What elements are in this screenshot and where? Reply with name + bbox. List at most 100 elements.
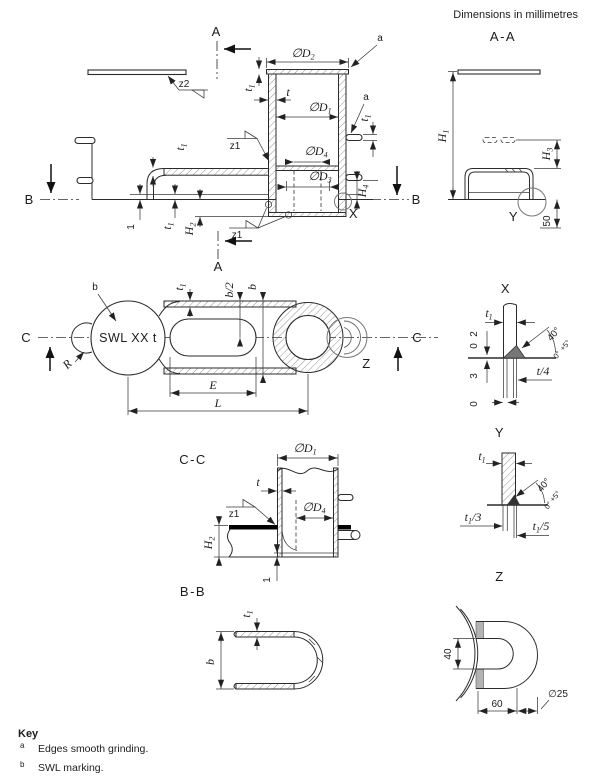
bb-curve-outer	[293, 631, 324, 690]
dim-t1-band: t1	[173, 143, 189, 150]
dim-tol-plus-x: +5°	[558, 338, 572, 353]
svg-text:t1: t1	[172, 283, 188, 290]
svg-text:∅D2: ∅D2	[291, 46, 314, 62]
dim-tol-zero-y: 0°	[542, 500, 554, 511]
svg-text:b: b	[203, 659, 217, 665]
dim-phi-d1-main: ∅D1	[276, 100, 339, 121]
key-item-a-text: Edges smooth grinding.	[38, 743, 148, 755]
plan-plate-top	[163, 300, 297, 308]
svg-text:z1: z1	[232, 230, 243, 241]
dim-t-quarter: t/4	[518, 364, 552, 384]
svg-text:60: 60	[491, 699, 503, 710]
detail-circle-y	[517, 187, 547, 217]
view-title-c-c: C-C	[179, 452, 207, 467]
weld-z2-label: z2	[179, 79, 190, 90]
dim-phi25-z: ∅25	[517, 689, 568, 715]
dim-forty-z: 40	[443, 638, 475, 670]
z-handle-hole	[476, 638, 514, 670]
z-handle-outer	[476, 621, 538, 689]
support-arc-outer	[146, 168, 165, 200]
view-title-y: Y	[495, 425, 505, 440]
bb-curve-inner	[293, 636, 318, 684]
dim-h2-main: H2	[182, 189, 268, 236]
weld-fillet-y	[507, 494, 520, 505]
plan-plate-bottom	[163, 367, 297, 375]
aa-hidden-pin-2	[500, 137, 516, 143]
bb-plate-top	[235, 631, 295, 638]
view-title-a-a: A-A	[490, 29, 516, 44]
z-weld-patch-top	[475, 621, 484, 639]
dim-t1-y: t1	[478, 449, 532, 467]
detail-label-z: Z	[362, 356, 371, 371]
svg-text:40: 40	[443, 648, 454, 660]
key-legend: Key a Edges smooth grinding. b SWL marki…	[18, 728, 148, 774]
svg-text:b: b	[245, 284, 259, 290]
cc-pin-lower	[338, 530, 361, 540]
top-plate	[87, 69, 187, 76]
dim-gap-2-0: 2 0	[469, 331, 491, 355]
dim-phi-d2: ∅D2	[266, 46, 349, 68]
dim-t1-plan: t1	[172, 283, 194, 317]
weld-symbol-z1-lower: z1	[229, 200, 293, 241]
section-marker-c-left: C	[21, 330, 30, 345]
plan-handle-outer	[343, 320, 361, 355]
svg-text:t1: t1	[478, 449, 485, 465]
section-marker-b-right: B	[412, 192, 421, 207]
units-note: Dimensions in millimetres	[453, 9, 578, 21]
svg-text:t1/5: t1/5	[533, 519, 550, 535]
cc-break-line	[277, 467, 339, 475]
dim-angle-40-y: 40°	[535, 476, 553, 494]
dim-t1-flange: t1	[241, 57, 263, 92]
view-title-b-b: B-B	[180, 584, 206, 599]
dim-t1-deck: t1	[160, 184, 179, 230]
tube-wall-left	[268, 73, 277, 200]
key-item-b-sup: b	[20, 760, 25, 769]
svg-text:R: R	[59, 356, 75, 372]
section-c-c-view: C-C ∅D1 t ∅D4	[179, 441, 361, 583]
svg-text:∅D4: ∅D4	[302, 500, 325, 516]
z-ring-arc-inner	[460, 608, 479, 699]
detail-label-x: X	[349, 206, 359, 221]
dim-phi-d4-main: ∅D4	[284, 144, 331, 166]
dim-b-plan: b	[245, 284, 267, 384]
section-marker-c-right: C	[412, 330, 421, 345]
z-ring-arc-outer	[455, 605, 476, 702]
svg-text:t1: t1	[485, 306, 492, 322]
detail-circle-z	[326, 317, 368, 358]
svg-text:t1: t1	[239, 610, 255, 617]
svg-text:3: 3	[469, 373, 480, 379]
section-b-b-view: B-B t1 b	[180, 584, 324, 690]
dim-t1-x: t1	[485, 306, 535, 326]
svg-text:L: L	[214, 396, 222, 410]
dim-h1: H1	[435, 71, 457, 199]
dim-gap-3-0: 3 0	[469, 360, 519, 407]
dim-radius-r: R	[59, 351, 85, 372]
cc-wall-left	[277, 467, 283, 558]
svg-text:H1: H1	[435, 130, 451, 144]
dim-t1-third: t1/3	[460, 510, 503, 530]
cc-deck-plate-left	[229, 525, 278, 530]
dim-one-cc: 1	[262, 544, 281, 583]
callout-a-pin: a	[350, 92, 369, 134]
svg-text:t1: t1	[241, 84, 257, 91]
weld-z1-label: z1	[230, 141, 241, 152]
svg-text:∅D1: ∅D1	[308, 100, 331, 116]
dim-one-main: 1	[126, 184, 144, 230]
detail-z-view: Z 40 60 ∅25	[443, 569, 568, 715]
cc-wall-right	[333, 467, 339, 558]
dim-h2-cc: H2	[201, 516, 229, 566]
svg-text:t1: t1	[160, 222, 176, 229]
dim-phi-d1-cc: ∅D1	[277, 441, 339, 466]
dim-l: L	[127, 374, 309, 415]
view-title-x: X	[501, 281, 511, 296]
section-a-a-view: A-A H1 H3 Y	[435, 29, 561, 229]
aa-top-plate	[457, 69, 541, 75]
svg-text:a: a	[377, 33, 383, 44]
svg-text:t1: t1	[357, 114, 373, 121]
svg-text:E: E	[208, 378, 217, 392]
tube-flange	[266, 69, 349, 75]
aa-bracket	[464, 168, 534, 200]
svg-text:H2: H2	[201, 537, 217, 551]
dim-phi-d4-cc: ∅D4	[295, 500, 334, 551]
